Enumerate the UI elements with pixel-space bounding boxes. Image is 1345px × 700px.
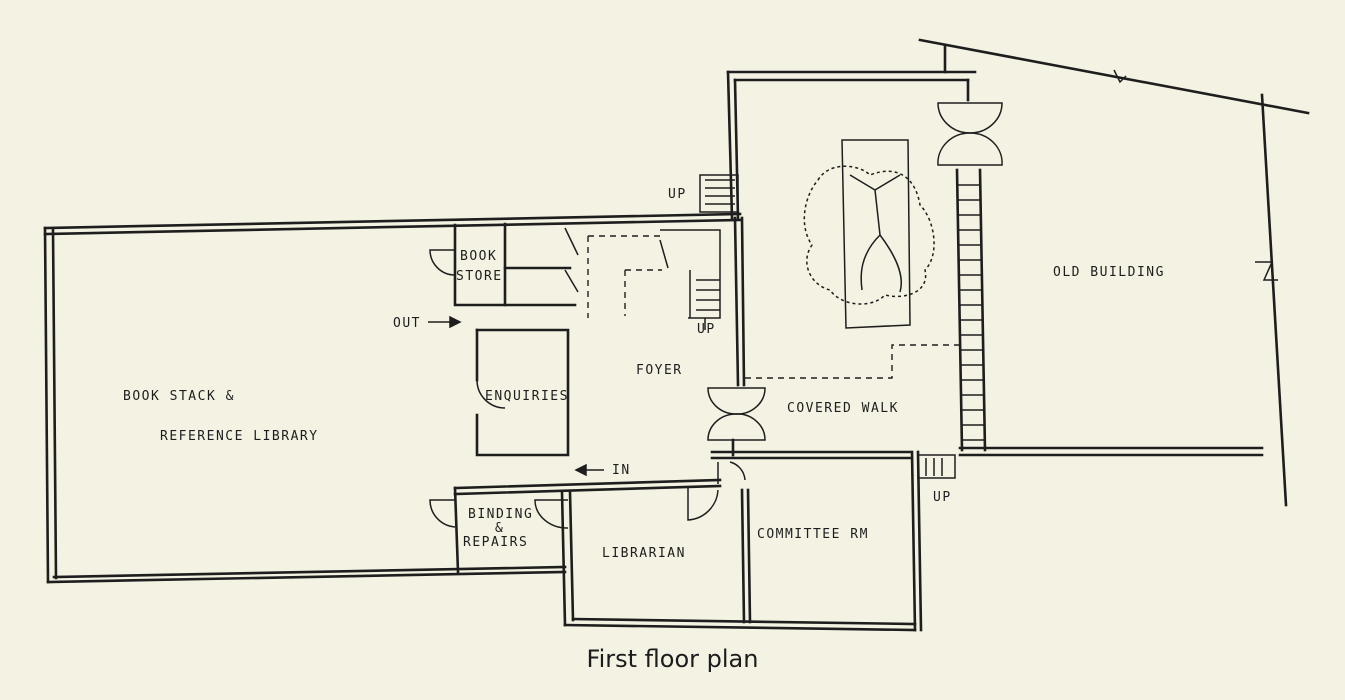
label-binding-line1: BINDING [468,507,533,522]
label-out: OUT [393,316,421,331]
label-reference-library: REFERENCE LIBRARY [160,429,319,444]
label-binding-line2: & [495,521,504,536]
planter [803,139,935,329]
label-covered-walk: COVERED WALK [787,401,899,416]
library-walls [43,212,742,584]
label-old-building: OLD BUILDING [1053,265,1165,280]
foyer-stair [587,229,721,330]
label-book-stack: BOOK STACK & [123,389,235,404]
label-up-foyer-stair: UP [697,322,716,337]
label-up-courtyard-stair: UP [668,187,687,202]
label-book-store-line1: BOOK [460,249,497,264]
courtyard-walls [699,70,977,379]
label-up-old-building: UP [933,490,952,505]
label-in: IN [612,463,631,478]
label-librarian: LIBRARIAN [602,546,686,561]
enquiries-walls [475,328,570,457]
plan-caption: First floor plan [586,645,759,673]
out-arrow [428,315,462,329]
label-enquiries: ENQUIRIES [485,389,569,404]
colonnade [955,168,987,452]
book-store-walls [429,222,579,307]
label-binding-line3: REPAIRS [463,535,528,550]
label-book-store-line2: STORE [456,269,503,284]
courtyard-doors [937,102,1003,166]
label-foyer: FOYER [636,363,683,378]
foyer-walls [710,216,912,460]
label-committee-room: COMMITTEE RM [757,527,869,542]
foyer-doors [707,387,766,441]
in-arrow [574,463,604,477]
old-building-walls [917,38,1310,507]
bottom-rooms-walls [429,450,923,632]
